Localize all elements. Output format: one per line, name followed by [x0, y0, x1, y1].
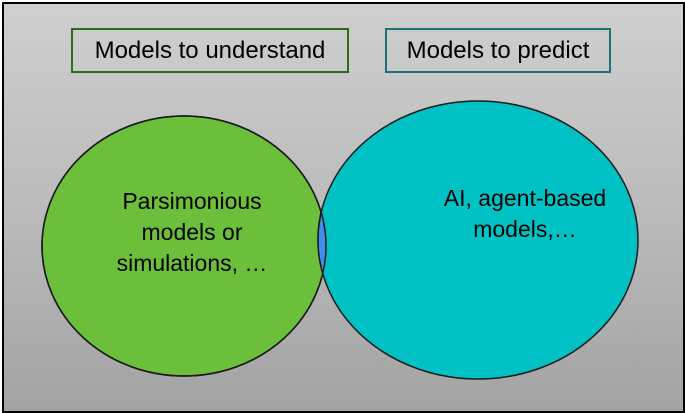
title-models-to-predict: Models to predict	[385, 28, 611, 73]
overlap-region	[317, 116, 326, 376]
title-models-to-understand: Models to understand	[71, 28, 349, 73]
left-circle-outline	[41, 115, 327, 377]
right-circle-label: AI, agent-based models,…	[443, 185, 607, 242]
left-circle-label: Parsimonious models or simulations, …	[116, 188, 268, 276]
